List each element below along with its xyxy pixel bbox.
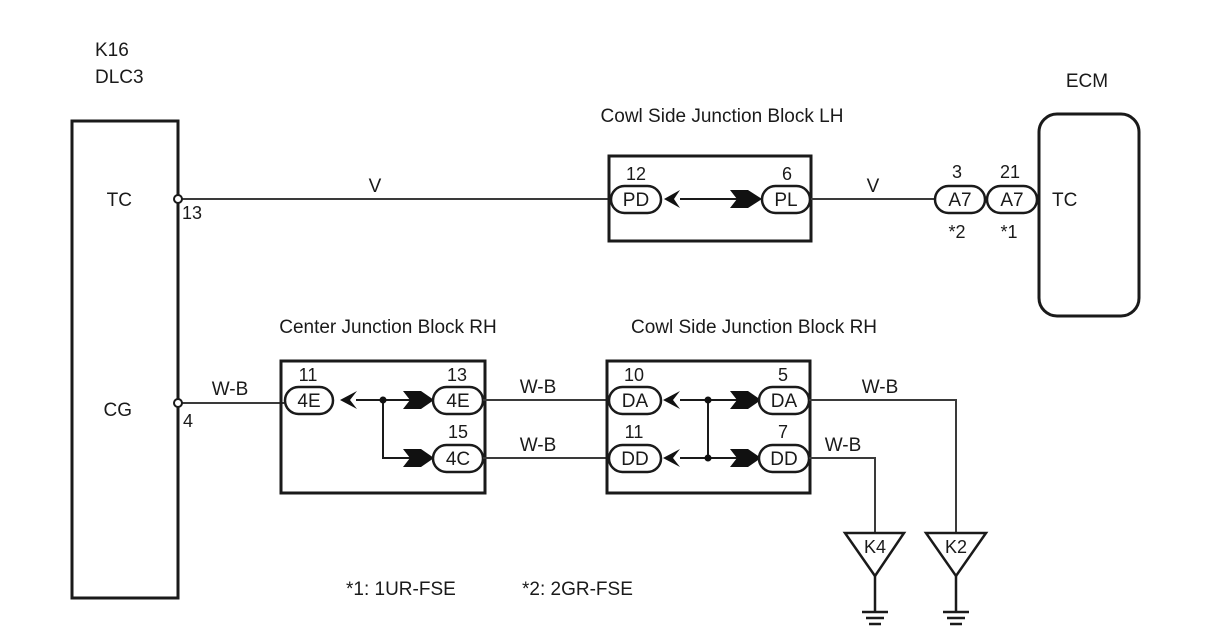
dlc3-code: K16 — [95, 40, 129, 61]
dlc3-pin-tc-number: 13 — [182, 203, 202, 223]
cowl-lh-left-pin: 12 — [626, 164, 646, 184]
cowl-lh-right-pin: 6 — [782, 164, 792, 184]
ecm-connector-2-note: *1 — [1000, 222, 1017, 242]
ground-k2: K2 — [923, 531, 989, 626]
cowl-rh-right-top-code: DA — [771, 391, 798, 412]
center-rh-right-bottom-code: 4C — [446, 449, 470, 470]
center-rh-box — [279, 359, 487, 495]
cowl-lh-right-connector — [760, 184, 812, 215]
cowl-rh-right-bottom-pin: 7 — [778, 422, 788, 442]
dlc3-pin-cg-number: 4 — [183, 411, 193, 431]
wire-label-cjb-cowl-bottom: W-B — [520, 435, 557, 456]
dlc3-pin-tc-label: TC — [107, 190, 132, 211]
ecm-connector-1-note: *2 — [948, 222, 965, 242]
center-rh-left-pin: 11 — [299, 365, 318, 385]
ecm-connector-2-pin: 21 — [1000, 162, 1020, 182]
wire-label-k4: W-B — [825, 435, 862, 456]
terminal-tc — [173, 194, 183, 204]
cowl-rh-left-bottom-connector — [607, 443, 663, 474]
dlc3-connector-box — [70, 119, 180, 600]
ecm-box — [1037, 112, 1141, 318]
cowl-rh-title: Cowl Side Junction Block RH — [631, 317, 877, 338]
arrow-right-icon — [403, 449, 434, 467]
center-rh-right-top-code: 4E — [446, 391, 469, 412]
wire-cowl-to-k2 — [809, 399, 957, 533]
arrow-left-icon — [340, 391, 357, 409]
arrow-right-icon — [730, 391, 761, 409]
cowl-rh-left-top-connector — [607, 385, 663, 416]
dlc3-pin-cg-label: CG — [104, 400, 133, 421]
dlc3-name: DLC3 — [95, 67, 144, 88]
cowl-lh-left-connector — [609, 184, 663, 215]
cowl-lh-right-code: PL — [774, 190, 797, 211]
cowl-rh-box — [605, 359, 812, 495]
ground-k2-code: K2 — [945, 537, 967, 557]
center-rh-right-bottom-pin: 15 — [448, 422, 468, 442]
cowl-rh-left-top-code: DA — [622, 391, 649, 412]
center-rh-internal-wire-branch — [382, 400, 420, 459]
ecm-pin-tc-label: TC — [1052, 190, 1077, 211]
cowl-rh-left-top-pin: 10 — [624, 365, 644, 385]
ground-triangle-icon — [842, 531, 907, 579]
cowl-rh-right-top-pin: 5 — [778, 365, 788, 385]
wire-label-tc-1: V — [369, 176, 382, 197]
splice-point — [379, 396, 387, 404]
terminal-cg — [173, 398, 183, 408]
footnote-1: *1: 1UR-FSE — [346, 579, 456, 600]
ecm-connector-2-code: A7 — [1000, 190, 1023, 211]
footnote-2: *2: 2GR-FSE — [522, 579, 633, 600]
ground-k4-code: K4 — [864, 537, 886, 557]
arrow-left-icon — [663, 391, 680, 409]
cowl-rh-left-bottom-code: DD — [621, 449, 648, 470]
cowl-rh-right-bottom-code: DD — [770, 449, 797, 470]
cowl-lh-left-code: PD — [623, 190, 649, 211]
ground-triangle-icon — [923, 531, 989, 579]
splice-point — [704, 454, 712, 462]
ecm-name: ECM — [1066, 71, 1108, 92]
ecm-connector-1 — [933, 184, 987, 215]
center-rh-title: Center Junction Block RH — [279, 317, 497, 338]
arrow-left-icon — [664, 190, 680, 208]
arrow-left-icon — [663, 449, 680, 467]
wire-label-cjb-cowl-top: W-B — [520, 377, 557, 398]
arrow-right-icon — [730, 449, 761, 467]
arrow-right-icon — [403, 391, 434, 409]
wire-label-k2: W-B — [862, 377, 899, 398]
cowl-lh-title: Cowl Side Junction Block LH — [601, 106, 844, 127]
center-rh-right-top-pin: 13 — [447, 365, 467, 385]
arrow-right-icon — [730, 190, 762, 208]
cowl-rh-left-bottom-pin: 11 — [625, 422, 644, 442]
center-rh-left-connector — [283, 385, 335, 416]
wire-label-cg: W-B — [212, 379, 249, 400]
ecm-connector-2 — [985, 184, 1039, 215]
wire-label-tc-2: V — [867, 176, 880, 197]
ecm-connector-1-code: A7 — [948, 190, 971, 211]
splice-point — [704, 396, 712, 404]
wire-cowl-to-k4 — [809, 457, 876, 533]
ecm-connector-1-pin: 3 — [952, 162, 962, 182]
center-rh-left-code: 4E — [297, 391, 320, 412]
ground-k4: K4 — [842, 531, 907, 626]
